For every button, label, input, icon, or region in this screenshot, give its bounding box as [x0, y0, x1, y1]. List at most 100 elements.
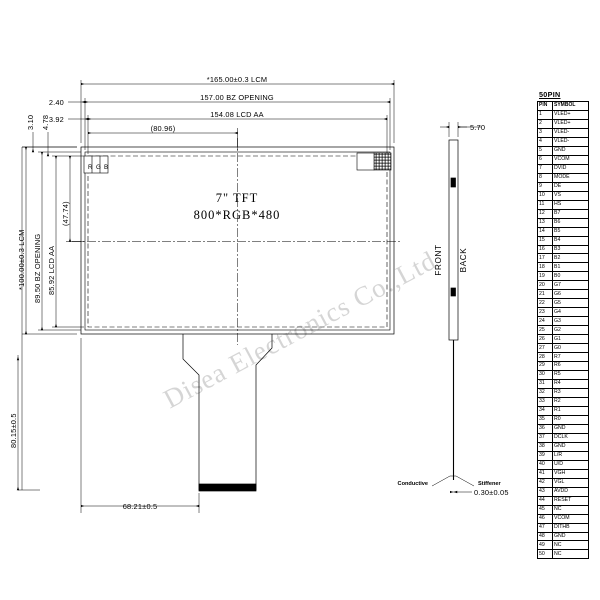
pin-number: 48 — [537, 531, 553, 542]
dim-module-thickness: 5.70 — [470, 123, 485, 132]
dim-bz-opening-width: 157.00 BZ OPENING — [200, 93, 274, 102]
dim-offset-310: 3.10 — [26, 115, 35, 130]
pin-symbol: B6 — [552, 217, 589, 228]
pin-symbol: R6 — [552, 361, 589, 372]
pin-number: 22 — [537, 298, 553, 309]
pin-number: 27 — [537, 343, 553, 354]
pin-symbol: B1 — [552, 262, 589, 273]
pin-symbol: B0 — [552, 271, 589, 282]
pin-number: 45 — [537, 504, 553, 515]
pin-number: 50 — [537, 549, 553, 560]
pin-number: 43 — [537, 486, 553, 497]
pin-number: 2 — [537, 118, 553, 129]
dim-lcm-height: *100.00±0.3 LCM — [17, 230, 26, 290]
pin-symbol: G0 — [552, 343, 589, 354]
pin-symbol: NC — [552, 504, 589, 515]
pin-number: 18 — [537, 262, 553, 273]
pin-symbol: DCLK — [552, 432, 589, 443]
pin-symbol: G6 — [552, 289, 589, 300]
pin-symbol: G2 — [552, 325, 589, 336]
pin-number: 36 — [537, 423, 553, 434]
dim-lcd-aa-width: 154.08 LCD AA — [210, 110, 264, 119]
dim-lcm-width: *165.00±0.3 LCM — [207, 75, 267, 84]
pin-symbol: G4 — [552, 307, 589, 318]
pin-number: 19 — [537, 271, 553, 282]
pin-number: 17 — [537, 253, 553, 264]
pin-number: 23 — [537, 307, 553, 318]
pin-number: 28 — [537, 352, 553, 363]
pin-number: 24 — [537, 316, 553, 327]
pin-symbol: R4 — [552, 379, 589, 389]
centerlines — [72, 138, 402, 345]
pin-number: 9 — [537, 181, 553, 192]
side-view-dimension — [440, 122, 481, 137]
pin-table-title: 50PIN — [539, 90, 561, 99]
pin-symbol: MODE — [552, 172, 589, 183]
pin-symbol: B4 — [552, 235, 589, 246]
pin-symbol: VLED- — [552, 136, 589, 147]
side-view-back-label: BACK — [459, 248, 468, 273]
pin-number: 41 — [537, 468, 553, 479]
pin-number: 37 — [537, 432, 553, 443]
dim-offset-392: 3.92 — [49, 115, 64, 124]
pin-symbol: RESET — [552, 495, 589, 506]
pin-symbol: AVDD — [552, 486, 589, 497]
side-view-front-label: FRONT — [434, 244, 443, 275]
pin-symbol: G5 — [552, 298, 589, 309]
pin-symbol: VCOM — [552, 513, 589, 524]
bottom-dimension-lines — [16, 146, 200, 513]
rgb-pixel-detail — [83, 155, 109, 174]
pin-number: 14 — [537, 226, 553, 237]
left-dimension-lines — [22, 132, 84, 335]
pin-symbol: NC — [552, 540, 589, 551]
dim-bz-opening-height: 89.50 BZ OPENING — [33, 234, 42, 303]
pin-symbol: B5 — [552, 226, 589, 237]
pin-symbol: L/R — [552, 450, 589, 461]
pin-number: 6 — [537, 154, 553, 165]
rgb-cell-b: B — [104, 164, 108, 171]
pin-number: 16 — [537, 244, 553, 255]
note-conductive: Conductive — [398, 481, 428, 487]
pin-symbol: G7 — [552, 280, 589, 291]
pin-number: 34 — [537, 405, 553, 416]
dim-fpc-thickness: 0.30±0.05 — [474, 488, 509, 497]
pin-number: 44 — [537, 495, 553, 506]
pin-number: 32 — [537, 388, 553, 398]
pin-symbol: G3 — [552, 316, 589, 327]
pin-symbol: DE — [552, 181, 589, 192]
pin-symbol: R7 — [552, 352, 589, 363]
part-label-size: 7" TFT — [216, 191, 258, 205]
pin-number: 38 — [537, 441, 553, 452]
pin-symbol: B7 — [552, 208, 589, 219]
pin-symbol: NC — [552, 549, 589, 560]
pin-symbol: VGH — [552, 468, 589, 479]
